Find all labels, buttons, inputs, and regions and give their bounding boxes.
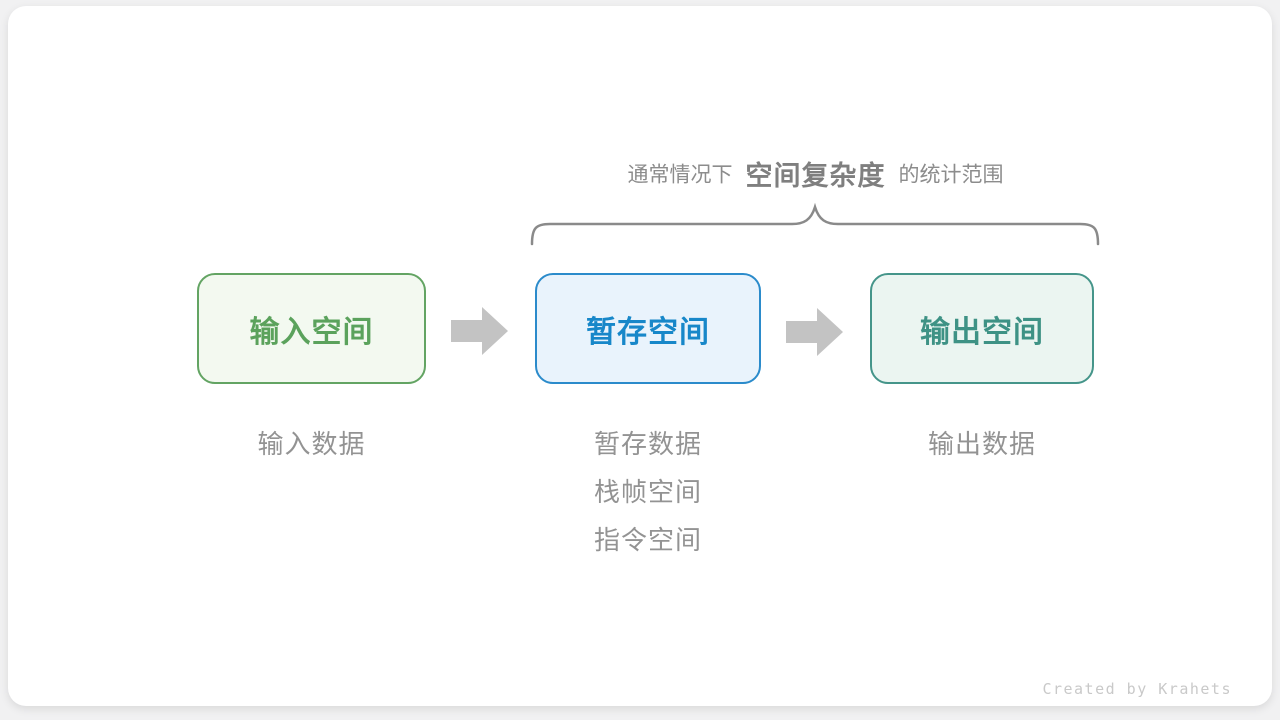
caption-prefix: 通常情况下: [627, 163, 733, 187]
input-space-notes: 输入数据: [197, 420, 426, 468]
note-line: 栈帧空间: [593, 477, 702, 507]
scope-caption: 通常情况下空间复杂度的统计范围: [508, 154, 1123, 193]
scope-brace-icon: [530, 202, 1100, 246]
input-space-box: 输入空间: [197, 273, 426, 384]
input-space-label: 输入空间: [249, 315, 374, 349]
note-line: 指令空间: [593, 525, 702, 555]
note-line: 暂存数据: [593, 429, 702, 459]
temp-space-notes: 暂存数据 栈帧空间 指令空间: [535, 420, 761, 564]
caption-suffix: 的统计范围: [898, 163, 1004, 187]
note-line: 输出数据: [927, 429, 1036, 459]
arrow-right-icon: [451, 307, 508, 355]
output-space-box: 输出空间: [870, 273, 1094, 384]
temp-space-label: 暂存空间: [586, 315, 710, 349]
credit-text: Created by Krahets: [1042, 680, 1232, 698]
output-space-notes: 输出数据: [870, 420, 1094, 468]
arrow-right-icon: [786, 308, 843, 356]
output-space-label: 输出空间: [920, 315, 1044, 349]
diagram-card: 通常情况下空间复杂度的统计范围 输入空间 暂存空间 输出空间 输入数据 暂存数据…: [8, 6, 1272, 706]
note-line: 输入数据: [257, 429, 366, 459]
caption-highlight: 空间复杂度: [745, 161, 886, 191]
temp-space-box: 暂存空间: [535, 273, 761, 384]
